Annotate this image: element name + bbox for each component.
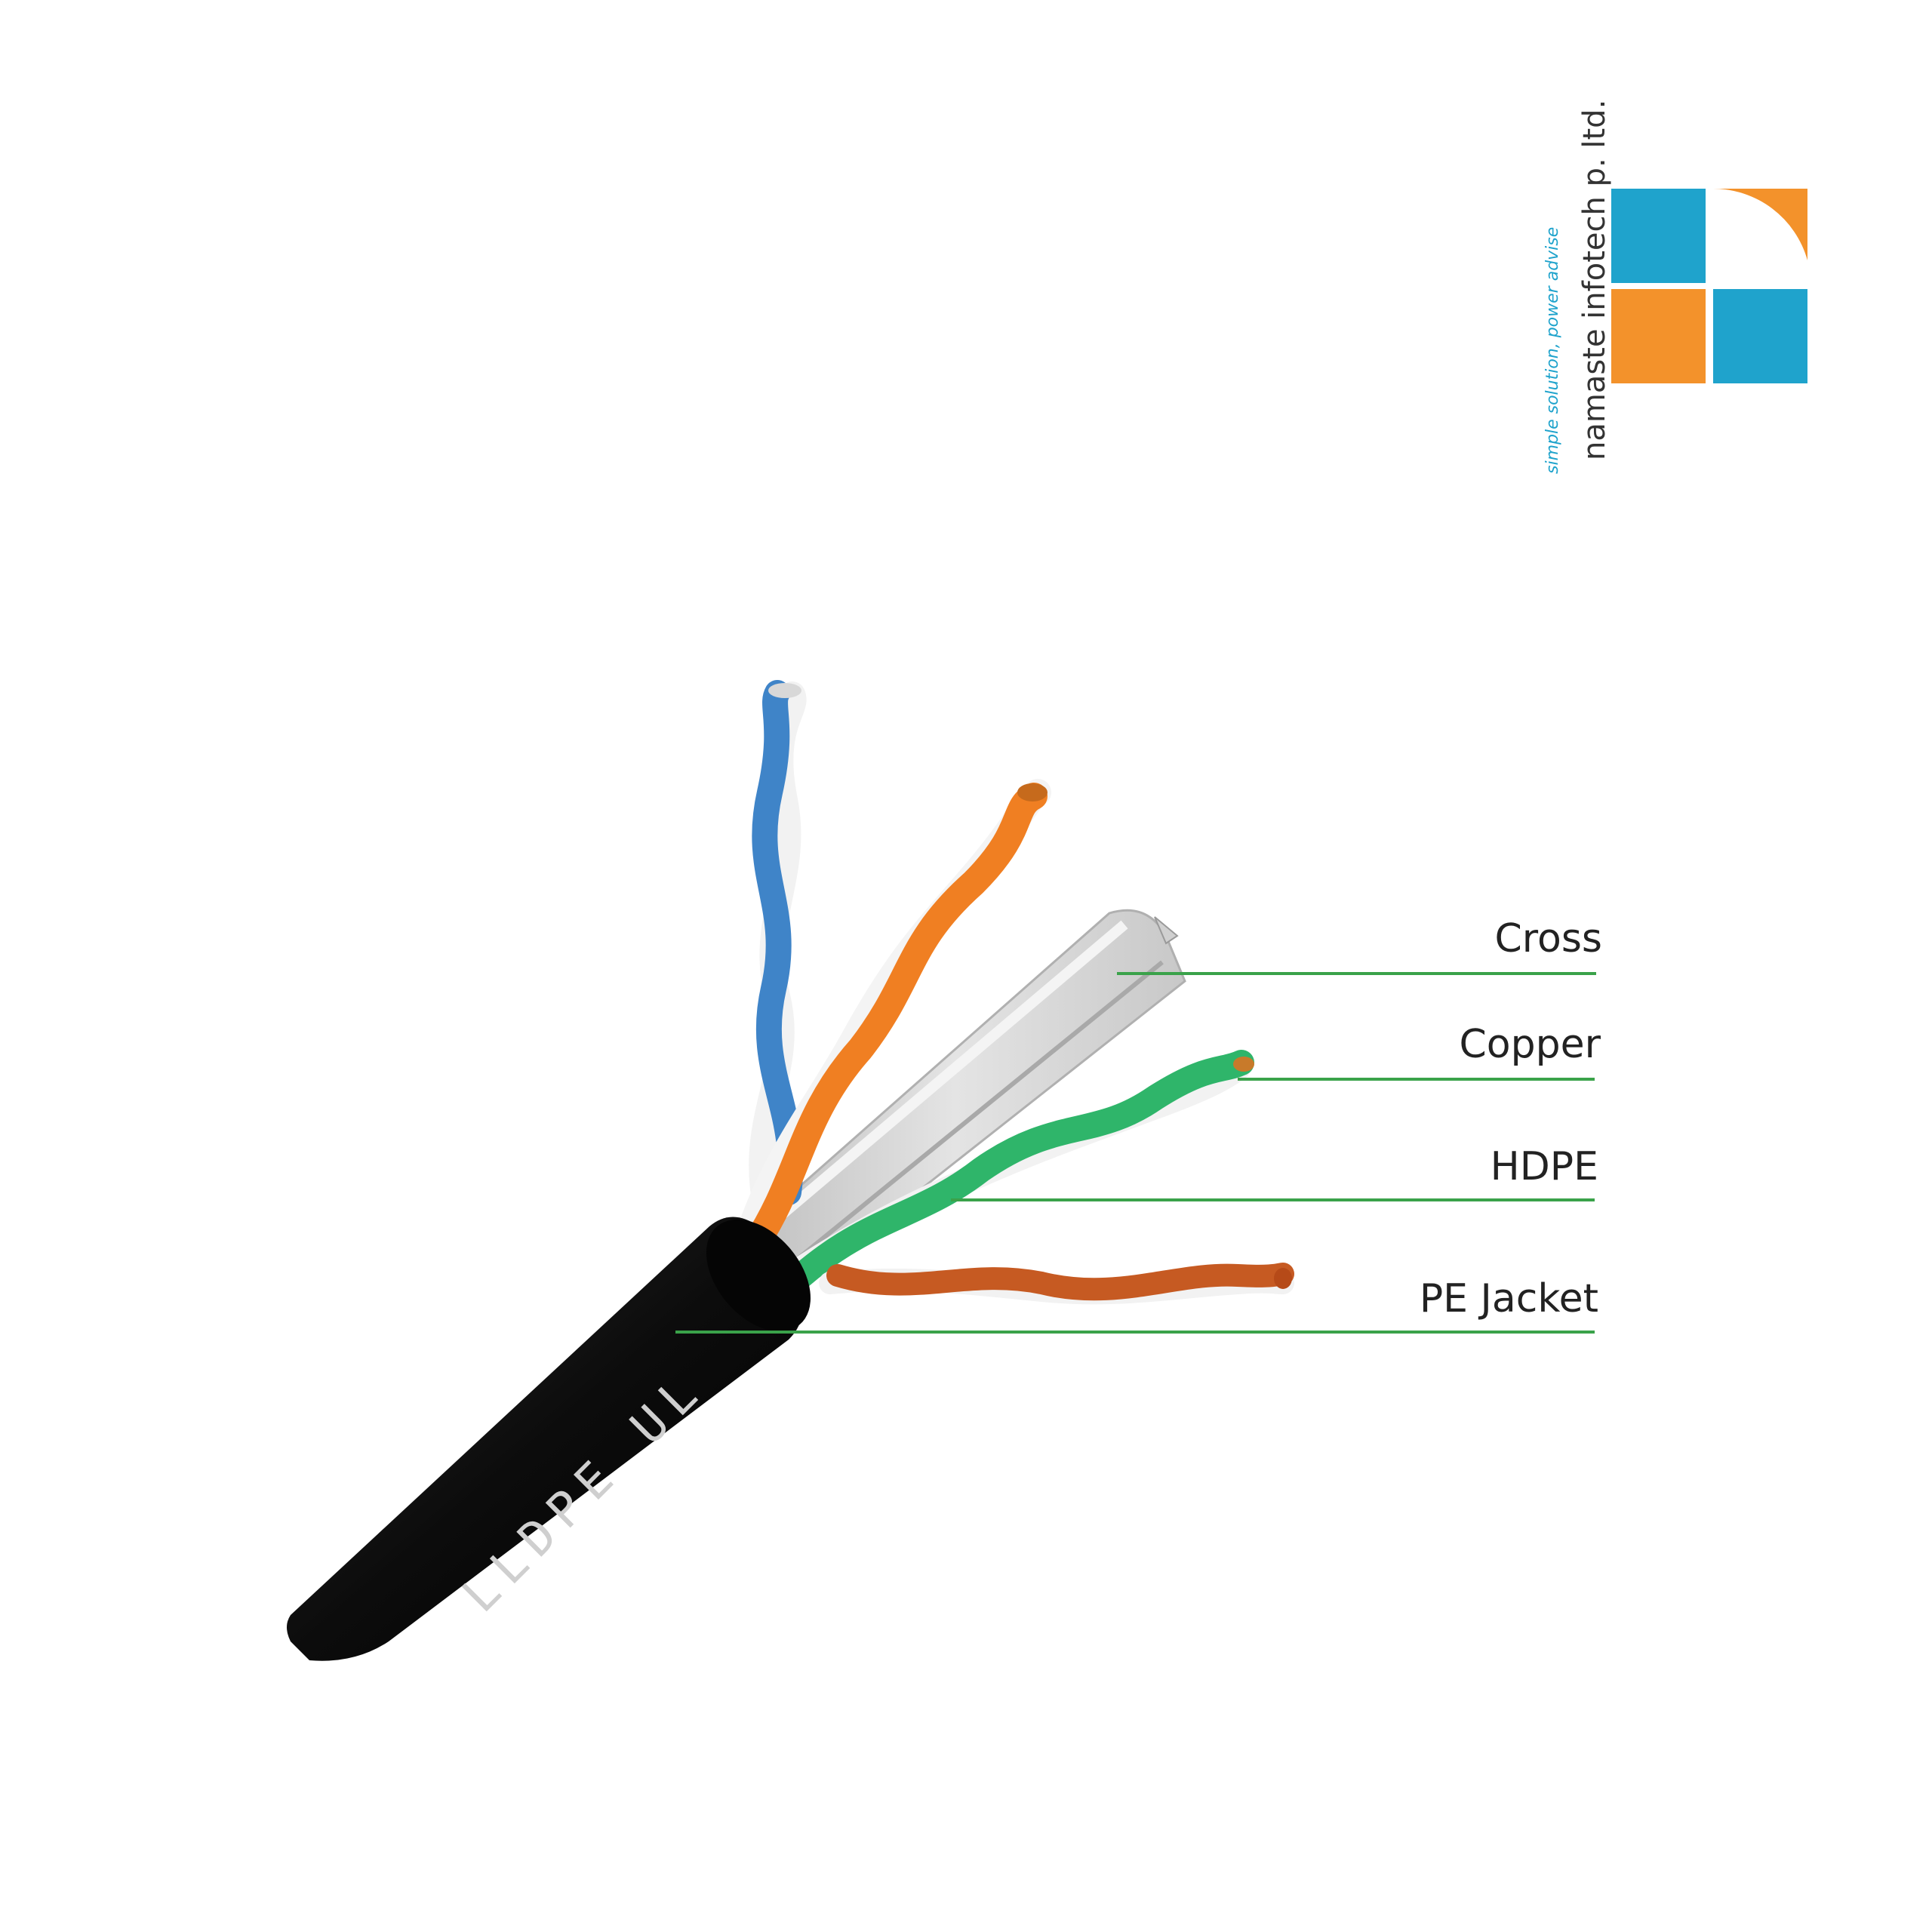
green-twisted-pair <box>757 1050 1254 1311</box>
logo-square-bottom-left <box>1611 289 1706 383</box>
label-cross: Cross <box>1494 916 1602 961</box>
pe-jacket: LLDPE UL <box>287 1217 811 1661</box>
label-pe-jacket: PE Jacket <box>1419 1276 1598 1321</box>
cross-separator <box>722 909 1186 1292</box>
logo-squares-icon <box>1611 189 1807 383</box>
blue-twisted-pair <box>749 680 807 1220</box>
logo-quarter-arc <box>1713 189 1807 260</box>
logo-square-bottom-right <box>1713 289 1807 383</box>
logo-square-top-left <box>1611 189 1706 283</box>
brown-twisted-pair <box>819 1263 1294 1305</box>
orange-twisted-pair <box>730 779 1051 1266</box>
leader-lines <box>675 972 1596 1334</box>
company-logo: simple solution, power advise namaste in… <box>1528 83 1815 491</box>
label-copper: Copper <box>1459 1022 1601 1067</box>
label-hdpe: HDPE <box>1490 1144 1598 1189</box>
